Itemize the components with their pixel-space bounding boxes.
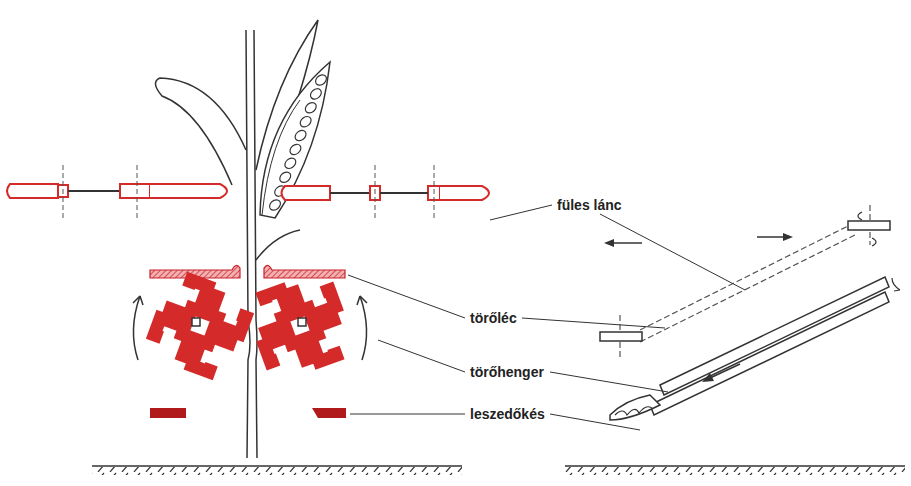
part-label: törőléc [468,310,519,326]
part-label: füles lánc [555,197,624,213]
part-label: leszedőkés [468,406,547,422]
part-label: törőhenger [468,364,546,380]
